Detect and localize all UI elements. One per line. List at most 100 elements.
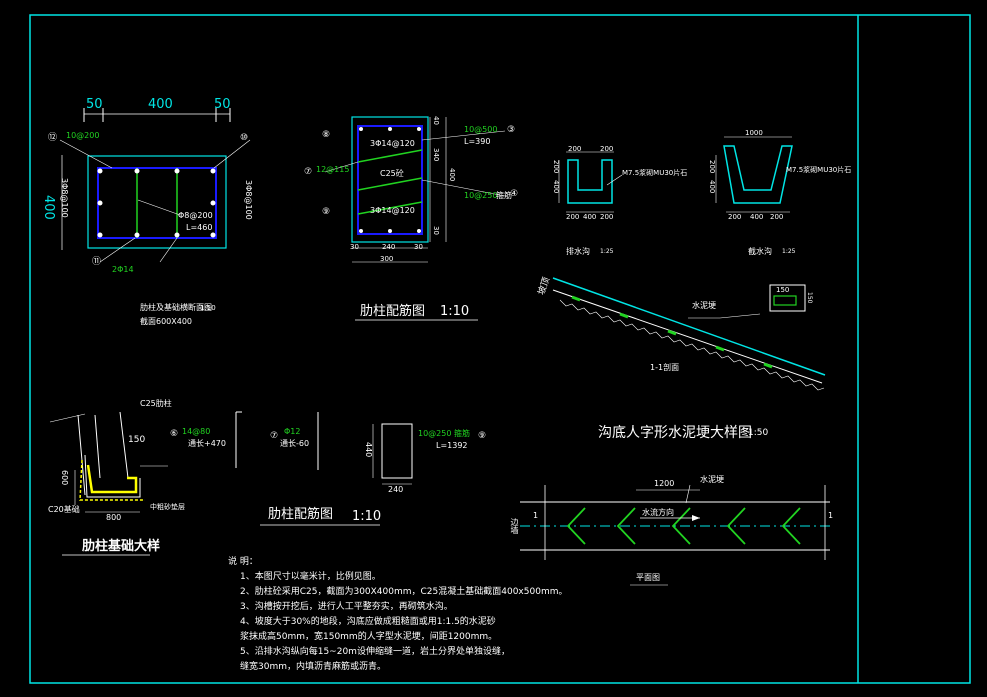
rib-label-9: ⑨ [322,207,331,217]
details-scale: 1:10 [352,509,382,524]
found-c20-label: C20基础 [48,505,80,514]
found-dim-150: 150 [128,435,146,445]
slope-box-dim-h: 150 [806,292,813,304]
detail6-length: 通长+470 [188,439,226,448]
rib-dim-total: 300 [380,255,394,263]
main-title: 沟底人字形水泥埂大样图 [598,425,752,441]
rib-scale: 1:10 [440,304,470,319]
col-label-length: L=460 [186,223,213,232]
col-sub-caption: 截面600X400 [140,317,193,326]
ditch-a-dim-top-1: 200 [568,145,582,153]
main-title-scale: 1:50 [748,428,769,438]
found-dim-600: 600 [60,470,69,486]
col-label-right-rebar: 3Φ8@100 [244,180,253,220]
ditch-a-dim-left-2: 400 [552,180,560,194]
note-item-7: 缝宽30mm，内填沥青麻筋或沥青。 [240,662,386,672]
ditch-b-dim-left-1: 200 [708,160,716,174]
rib-label-stirrup-spacing: 10@250 [464,191,498,200]
detail7-length: 通长-60 [280,439,310,448]
rib-dim-bottom-3: 30 [414,243,423,251]
rib-dim-right-1: 40 [432,116,440,125]
detail9-dim-h: 440 [364,442,373,458]
col-label-left-rebar: 3Φ8@100 [60,178,69,218]
ditch-a-dim-bottom-3: 200 [600,213,614,221]
col-dim-top-right: 50 [214,97,231,112]
slope-caption: 1-1剖面 [650,363,680,372]
plan-flow-label: 水流方向 [642,508,674,517]
plan-marker-left: 1 [533,511,539,520]
ditch-a-scale: 1:25 [600,248,614,255]
ditch-b-dim-bottom-2: 400 [750,213,764,221]
found-right-label: 中粗砂垫层 [150,503,185,511]
rib-title: 肋柱配筋图 [360,304,426,319]
plan-side-label: 边墙 [510,518,519,534]
rib-circle-3: ③ [507,125,516,135]
plan-pipe-label: 水泥埂 [700,475,724,484]
rib-dim-right-3: 400 [448,168,456,182]
rib-label-stirrup: 箍筋 [496,191,512,200]
ditch-a-drawing [558,151,623,213]
rib-label-top-right: 10@500 [464,125,498,134]
ditch-b-dim-top: 1000 [745,129,763,137]
note-item-5: 浆抹成高50mm，宽150mm的人字型水泥埂，间距1200mm。 [240,632,498,642]
col-caption-scale: 1:10 [200,304,216,312]
ditch-b-dim-left-2: 400 [708,180,716,194]
rib-rebar-drawing [324,116,506,321]
rib-label-8: ⑧ [322,130,331,140]
col-label-spacing: 10@200 [66,131,100,140]
rib-circle-4: ④ [510,189,519,199]
col-dim-top-left: 50 [86,97,103,112]
note-item-2: 2、肋柱砼采用C25，截面为300X400mm，C25混凝土基础截面400x50… [240,587,568,597]
column-section-drawing [59,108,251,263]
ditch-b-caption: 截水沟 [748,247,772,256]
plan-caption: 平面图 [636,573,660,582]
note-item-3: 3、沟槽按开挖后，进行人工平整夯实，再砌筑水沟。 [240,602,453,612]
ditch-a-dim-top-2: 200 [600,145,614,153]
col-label-12: ⑫ [48,133,58,143]
note-item-4: 4、坡度大于30%的地段，沟底应做成粗糙面或用1:1.5的水泥砂 [240,617,496,627]
plan-dim: 1200 [654,479,675,488]
found-c25-label: C25肋柱 [140,399,172,408]
plan-view-drawing [520,484,830,586]
rib-label-top-bars: 3Φ14@120 [370,139,415,148]
plan-marker-right: 1 [828,511,834,520]
col-caption: 肋柱及基础横断面图 [140,303,212,312]
ditch-b-drawing [715,136,793,213]
found-title: 肋柱基础大样 [82,539,161,554]
detail9-length: L=1392 [436,441,468,450]
rib-foundation-drawing [49,411,168,556]
rib-dim-right-2: 340 [432,148,440,162]
rib-dim-bottom-1: 30 [350,243,359,251]
ditch-a-caption: 排水沟 [566,247,590,256]
ditch-b-material: M7.5浆砌MU30片石 [786,166,852,174]
rib-label-length: L=390 [464,137,491,146]
ditch-b-scale: 1:25 [782,248,796,255]
slope-box-dim-w: 150 [776,286,790,294]
rib-label-bottom-bars: 3Φ14@120 [370,206,415,215]
col-dim-left: 400 [41,195,56,220]
rib-label-spacing: 12@115 [316,165,350,174]
ditch-b-dim-bottom-3: 200 [770,213,784,221]
detail6-mark: ⑥ [170,429,179,439]
ditch-a-dim-bottom-1: 200 [566,213,580,221]
col-dim-top-mid: 400 [148,97,173,112]
slope-section-drawing [552,277,826,391]
note-item-1: 1、本图尺寸以毫米计，比例见图。 [240,572,381,582]
rib-label-7: ⑦ [304,167,313,177]
ditch-b-dim-bottom-1: 200 [728,213,742,221]
detail6-spec: 14@80 [182,427,211,436]
detail9-spec: 10@250 箍筋 [418,429,470,438]
col-label-main-bar: 2Φ14 [112,265,134,274]
note-item-6: 5、沿排水沟纵向每15~20m设伸缩缝一道，岩土分界处单独设缝， [240,647,510,657]
ditch-a-dim-bottom-2: 400 [583,213,597,221]
notes-heading: 说 明： [228,557,258,567]
detail7-spec: Φ12 [284,427,301,436]
rib-dim-bottom-2: 240 [382,243,396,251]
found-dim-800: 800 [106,513,122,522]
col-label-10: ⑩ [240,133,249,143]
detail9-dim-w: 240 [388,485,404,494]
ditch-a-dim-left-1: 200 [552,160,560,174]
detail9-mark: ⑨ [478,431,487,441]
rebar-details-drawing [235,411,413,526]
